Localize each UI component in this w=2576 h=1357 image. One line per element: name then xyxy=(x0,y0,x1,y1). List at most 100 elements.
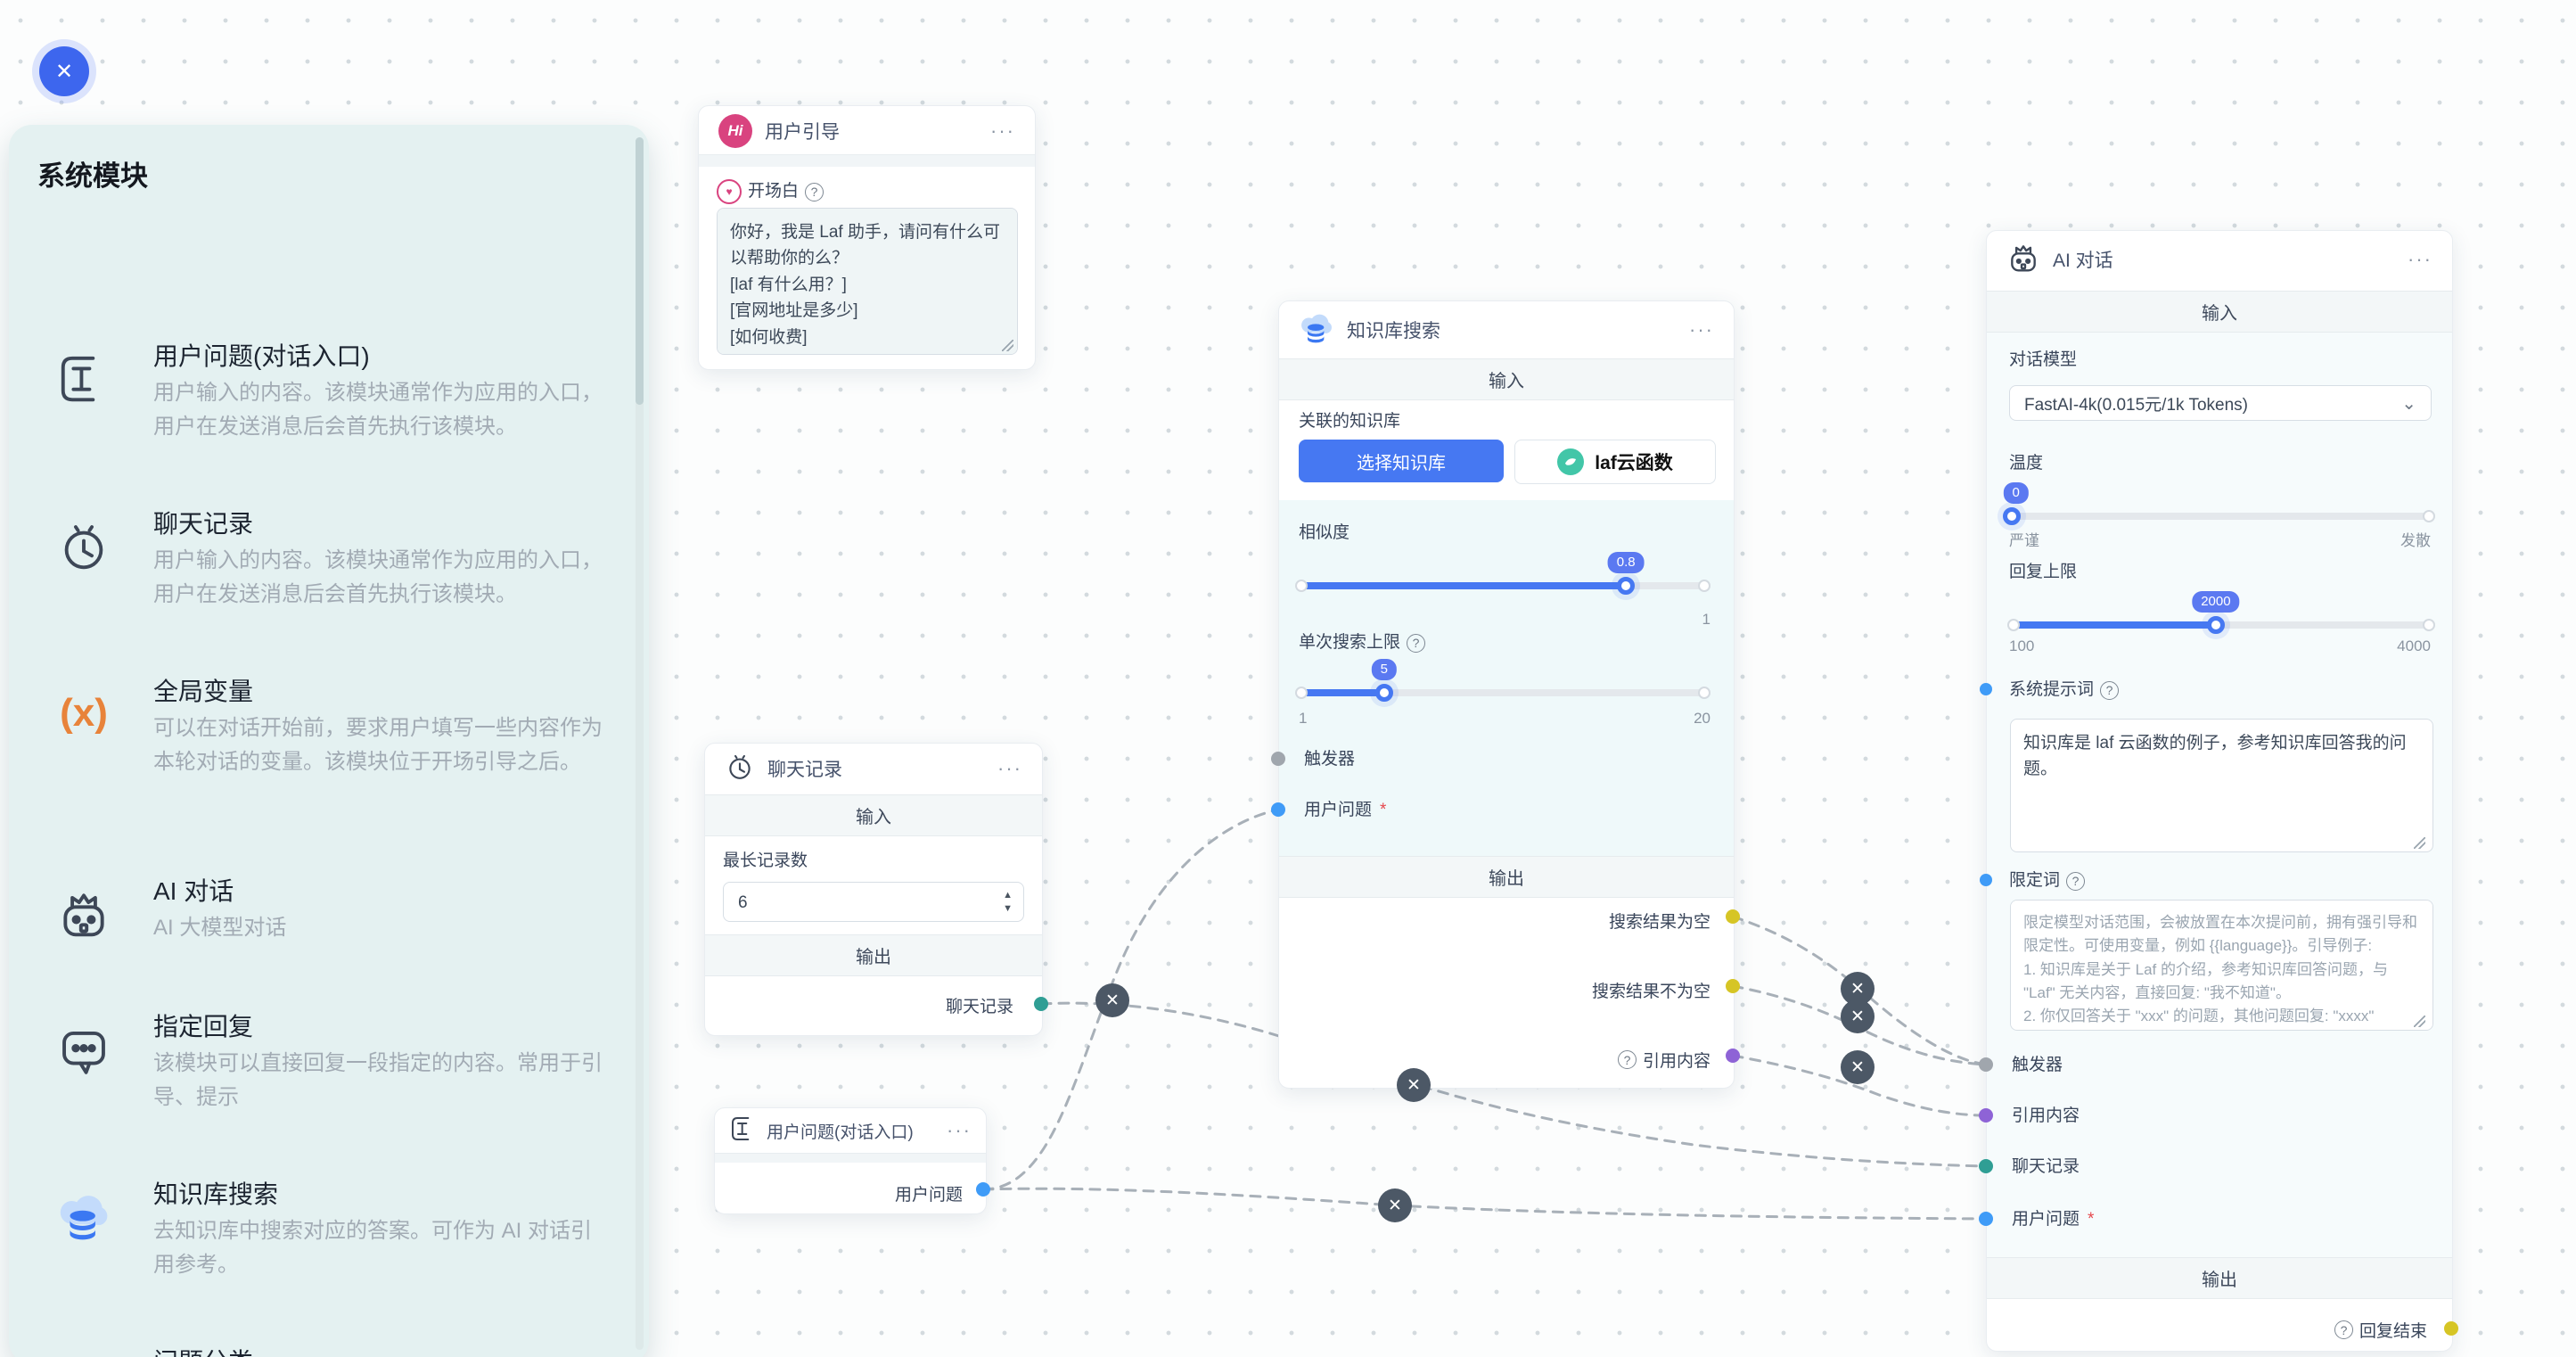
ai-quote-input-handle[interactable] xyxy=(1979,1108,1993,1123)
resize-handle-icon[interactable] xyxy=(2414,1016,2425,1027)
delete-connection-button[interactable]: ✕ xyxy=(1841,1050,1875,1084)
close-icon: ✕ xyxy=(54,59,74,84)
temperature-slider[interactable]: 0 xyxy=(2003,482,2435,525)
select-kb-button[interactable]: 选择知识库 xyxy=(1299,440,1504,482)
sidebar-scrollbar[interactable] xyxy=(636,137,644,1350)
model-select[interactable]: FastAI-4k(0.015元/1k Tokens) ⌄ xyxy=(2009,385,2432,421)
node-ai-chat[interactable]: AI 对话 ··· 输入 对话模型 FastAI-4k(0.015元/1k To… xyxy=(1986,230,2453,1352)
ai-qualifier-handle[interactable] xyxy=(1980,874,1992,886)
node-kb-search[interactable]: 知识库搜索 ··· 输入 关联的知识库 选择知识库 laf云函数 相似度 0.8… xyxy=(1278,300,1735,1089)
slider-handle[interactable] xyxy=(2206,616,2225,634)
dataset-label: 关联的知识库 xyxy=(1299,412,1401,431)
delete-connection-button[interactable]: ✕ xyxy=(1378,1188,1412,1222)
close-panel-button[interactable]: ✕ xyxy=(39,46,89,96)
stepper-up-icon[interactable]: ▲ xyxy=(1003,890,1013,901)
delete-connection-button[interactable]: ✕ xyxy=(1095,983,1129,1017)
database-cloud-icon xyxy=(50,1189,118,1282)
sidebar-item-kb-search[interactable]: 知识库搜索 去知识库中搜索对应的答案。可作为 AI 对话引用参考。 xyxy=(50,1177,611,1282)
sidebar-item-user-question[interactable]: 用户问题(对话入口) 用户输入的内容。该模块通常作为应用的入口，用户在发送消息后… xyxy=(50,339,611,444)
node-header[interactable]: AI 对话 ··· xyxy=(1987,231,2452,288)
sidebar-item-global-variable[interactable]: (x) 全局变量 可以在对话开始前，要求用户填写一些内容作为本轮对话的变量。该模… xyxy=(50,674,611,779)
sidebar-item-ai-chat[interactable]: AI 对话 AI 大模型对话 xyxy=(50,874,611,945)
node-menu-button[interactable]: ··· xyxy=(1689,318,1714,341)
node-chat-history[interactable]: 聊天记录 ··· 输入 最长记录数 ▲ ▼ 输出 聊天记录 xyxy=(704,743,1043,1036)
kb-dataset-tag[interactable]: laf云函数 xyxy=(1514,440,1716,484)
slider-value-badge: 0.8 xyxy=(1607,552,1645,573)
required-mark: * xyxy=(1380,801,1387,819)
node-menu-button[interactable]: ··· xyxy=(947,1119,972,1141)
node-header[interactable]: 用户问题(对话入口) ··· xyxy=(715,1108,986,1153)
search-limit-slider[interactable]: 5 xyxy=(1295,659,1710,702)
help-icon[interactable]: ? xyxy=(2100,680,2120,700)
model-value: FastAI-4k(0.015元/1k Tokens) xyxy=(2024,395,2248,415)
similarity-label: 相似度 xyxy=(1299,523,1350,542)
system-prompt-input[interactable]: 知识库是 laf 云函数的例子，参考知识库回答我的问题。 xyxy=(2010,719,2433,852)
trigger-input-label: 触发器 xyxy=(2012,1056,2063,1074)
node-menu-button[interactable]: ··· xyxy=(997,757,1022,779)
slider-max-tick: 20 xyxy=(1694,710,1710,727)
connection-line xyxy=(1731,984,1988,1066)
sidebar-item-desc: 去知识库中搜索对应的答案。可作为 AI 对话引用参考。 xyxy=(153,1219,593,1277)
kb-output-empty-handle[interactable] xyxy=(1726,909,1740,924)
kb-output-notempty-handle[interactable] xyxy=(1726,979,1740,993)
close-icon: ✕ xyxy=(1850,1007,1865,1026)
slider-handle[interactable] xyxy=(2003,507,2021,525)
output-label: 搜索结果不为空 xyxy=(1591,983,1710,1001)
sidebar-item-question-classify[interactable]: 问题分类 可以判断用户问题属于哪方面问题，从而执行不同的操作。 xyxy=(50,1345,611,1357)
kb-trigger-input-handle[interactable] xyxy=(1271,752,1285,766)
node-header[interactable]: Hi 用户引导 ··· xyxy=(699,106,1035,156)
ai-question-input-handle[interactable] xyxy=(1979,1212,1993,1226)
resize-handle-icon[interactable] xyxy=(1002,340,1013,351)
ai-answer-output-handle[interactable] xyxy=(2444,1321,2458,1336)
similarity-slider[interactable]: 0.8 xyxy=(1295,552,1710,595)
chat-history-output-handle[interactable] xyxy=(1034,997,1048,1011)
slider-handle[interactable] xyxy=(1374,684,1393,702)
output-section-header: 输出 xyxy=(1987,1257,2452,1299)
kb-question-input-handle[interactable] xyxy=(1271,802,1285,817)
text-cursor-icon xyxy=(729,1114,758,1147)
max-records-input[interactable]: ▲ ▼ xyxy=(723,882,1024,923)
kb-output-quote-handle[interactable] xyxy=(1726,1049,1740,1063)
ai-history-input-handle[interactable] xyxy=(1979,1159,1993,1173)
node-menu-button[interactable]: ··· xyxy=(990,119,1015,142)
node-user-guide[interactable]: Hi 用户引导 ··· ♥ 开场白 ? 你好，我是 Laf 助手，请问有什么可以… xyxy=(698,105,1036,370)
output-label: 用户问题 xyxy=(894,1186,963,1205)
close-icon: ✕ xyxy=(1850,1057,1865,1077)
help-icon[interactable]: ? xyxy=(2334,1320,2353,1339)
field-label: 开场白 xyxy=(748,182,800,201)
reply-limit-slider[interactable]: 2000 xyxy=(2007,591,2435,634)
close-icon: ✕ xyxy=(1407,1075,1421,1095)
node-header[interactable]: 知识库搜索 ··· xyxy=(1279,301,1734,358)
delete-connection-button[interactable]: ✕ xyxy=(1841,999,1875,1033)
sidebar-item-fixed-reply[interactable]: 指定回复 该模块可以直接回复一段指定的内容。常用于引导、提示 xyxy=(50,1009,611,1114)
sidebar-item-chat-history[interactable]: 聊天记录 用户输入的内容。该模块通常作为应用的入口，用户在发送消息后会首先执行该… xyxy=(50,506,611,612)
ai-system-prompt-handle[interactable] xyxy=(1980,683,1992,695)
welcome-text-input[interactable]: 你好，我是 Laf 助手，请问有什么可以帮助你的么？ [laf 有什么用？] [… xyxy=(717,208,1018,355)
node-menu-button[interactable]: ··· xyxy=(2408,248,2432,270)
clock-icon xyxy=(50,519,118,612)
help-icon[interactable]: ? xyxy=(2066,871,2086,891)
help-icon[interactable]: ? xyxy=(1617,1050,1637,1069)
node-header[interactable]: 聊天记录 ··· xyxy=(705,744,1042,794)
system-prompt-label: 系统提示词 xyxy=(2009,680,2095,699)
connection-line xyxy=(981,808,1280,1191)
help-icon[interactable]: ? xyxy=(805,182,824,201)
slider-handle[interactable] xyxy=(1617,577,1636,595)
user-question-output-handle[interactable] xyxy=(976,1182,990,1197)
resize-handle-icon[interactable] xyxy=(2414,837,2425,849)
sidebar-item-desc: AI 大模型对话 xyxy=(153,916,287,940)
node-title: 用户问题(对话入口) xyxy=(767,1123,914,1142)
sidebar-item-title: 指定回复 xyxy=(153,1013,254,1040)
delete-connection-button[interactable]: ✕ xyxy=(1397,1068,1431,1102)
stepper-down-icon[interactable]: ▼ xyxy=(1003,903,1013,914)
max-records-value[interactable] xyxy=(736,883,972,923)
qualifier-input[interactable] xyxy=(2010,900,2433,1031)
help-icon[interactable]: ? xyxy=(1407,633,1426,653)
output-section-header: 输出 xyxy=(705,934,1042,976)
quote-input-label: 引用内容 xyxy=(2012,1106,2080,1125)
node-user-question-entry[interactable]: 用户问题(对话入口) ··· 用户问题 xyxy=(714,1107,987,1214)
output-label: 聊天记录 xyxy=(945,998,1013,1016)
ai-trigger-input-handle[interactable] xyxy=(1979,1057,1993,1072)
input-section-header: 输入 xyxy=(705,794,1042,836)
